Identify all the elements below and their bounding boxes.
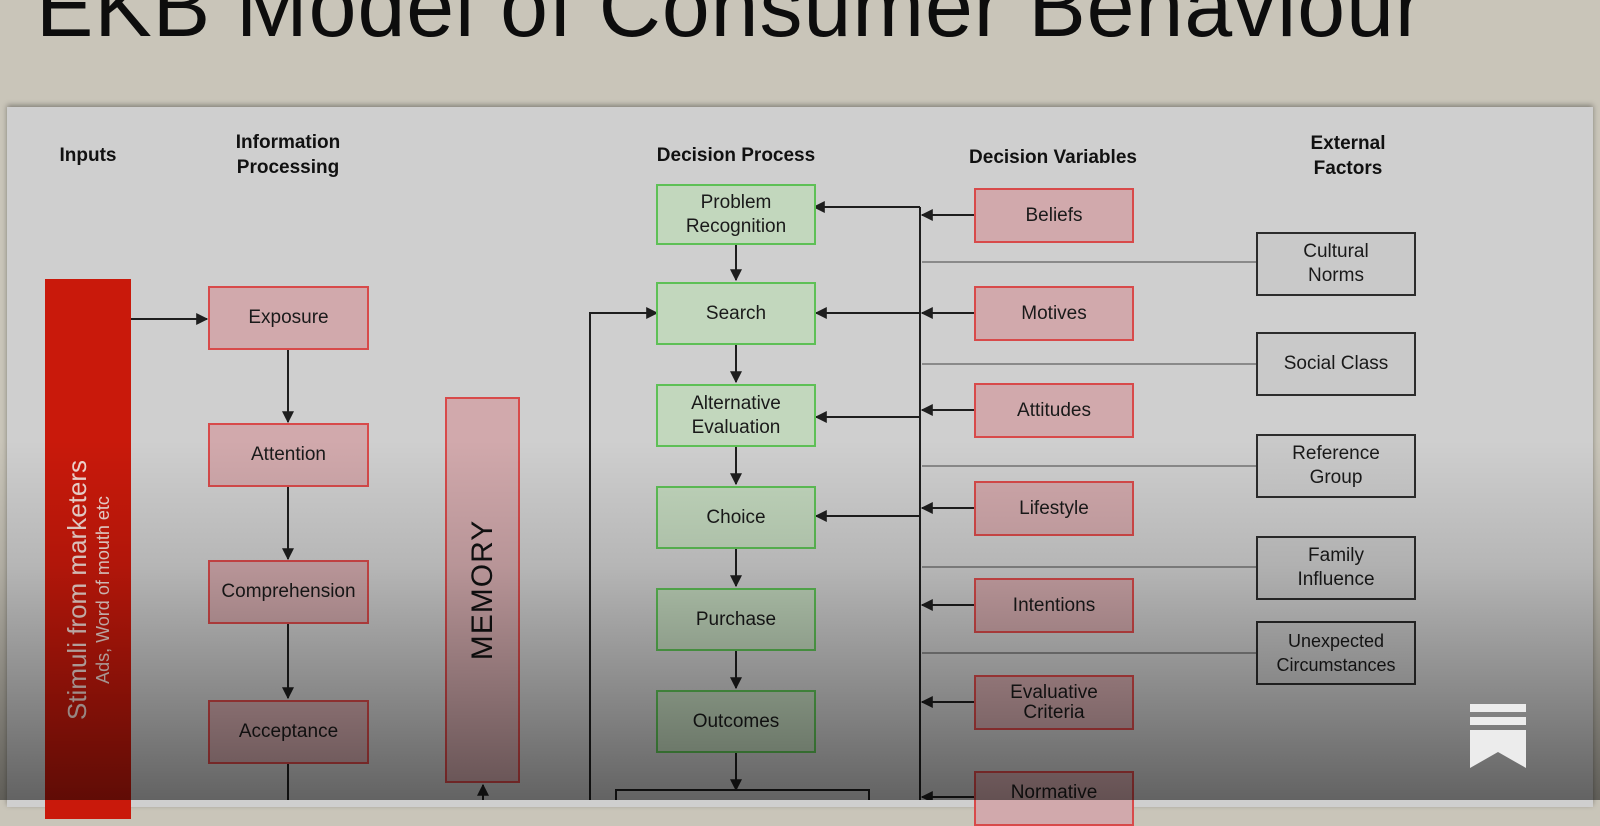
box-social-class-label: Social Class (1283, 353, 1389, 374)
box-comprehension: Comprehension (208, 560, 369, 624)
box-reference-group: Reference Group (1256, 434, 1416, 498)
heading-external-factors: External Factors (1310, 133, 1386, 179)
box-purchase-label: Purchase (695, 608, 777, 630)
heading-decision-process: Decision Process (656, 145, 816, 166)
box-lifestyle: Lifestyle (974, 481, 1134, 536)
box-family-influence: Family Influence (1256, 536, 1416, 600)
box-alternative-evaluation: Alternative Evaluation (656, 384, 816, 447)
box-beliefs-label: Beliefs (1025, 204, 1083, 226)
box-acceptance: Acceptance (208, 700, 369, 764)
box-choice-label: Choice (706, 506, 766, 528)
stimuli-main-text: Stimuli from marketers (62, 459, 92, 721)
box-unexpected-circumstances: Unexpected Circumstances (1256, 621, 1416, 685)
box-outcomes: Outcomes (656, 690, 816, 753)
box-motives: Motives (974, 286, 1134, 341)
box-cultural-norms-label: Cultural Norms (1303, 241, 1369, 286)
box-purchase: Purchase (656, 588, 816, 651)
slide-title: EKB Model of Consumer Behaviour (36, 0, 1425, 55)
box-social-class: Social Class (1256, 332, 1416, 396)
box-acceptance-label: Acceptance (238, 721, 339, 742)
box-beliefs: Beliefs (974, 188, 1134, 243)
box-choice: Choice (656, 486, 816, 549)
box-motives-label: Motives (1021, 302, 1087, 324)
box-search-label: Search (705, 302, 767, 324)
memory-box: MEMORY (445, 397, 520, 783)
feedback-loop-search (589, 307, 659, 800)
box-attention: Attention (208, 423, 369, 487)
box-normative-label: Normative (1010, 782, 1098, 803)
box-comprehension-label: Comprehension (221, 581, 356, 602)
box-lifestyle-label: Lifestyle (1019, 497, 1089, 519)
box-attitudes: Attitudes (974, 383, 1134, 438)
box-evaluative-criteria: Evaluative Criteria (974, 675, 1134, 730)
box-intentions: Intentions (974, 578, 1134, 633)
box-exposure-label: Exposure (248, 307, 329, 328)
box-search: Search (656, 282, 816, 345)
box-intentions-label: Intentions (1012, 594, 1096, 616)
heading-inputs: Inputs (59, 145, 117, 166)
box-unexpected-circumstances-label: Unexpected Circumstances (1276, 631, 1396, 675)
box-family-influence-label: Family Influence (1297, 545, 1375, 590)
box-problem-recognition-label: Problem Recognition (685, 191, 787, 237)
box-exposure: Exposure (208, 286, 369, 350)
box-evaluative-criteria-label: Evaluative Criteria (1010, 681, 1098, 723)
box-outcomes-label: Outcomes (692, 710, 780, 732)
box-reference-group-label: Reference Group (1292, 443, 1380, 488)
memory-label: MEMORY (465, 519, 499, 661)
bookmark-logo-icon (1470, 704, 1526, 768)
heading-information-processing: Information Processing (235, 132, 341, 178)
box-cultural-norms: Cultural Norms (1256, 232, 1416, 296)
box-attitudes-label: Attitudes (1017, 399, 1091, 421)
box-alternative-evaluation-label: Alternative Evaluation (691, 392, 781, 438)
bottom-box-outline (615, 789, 870, 800)
heading-decision-variables: Decision Variables (969, 147, 1137, 168)
box-normative: Normative (974, 771, 1134, 826)
box-problem-recognition: Problem Recognition (656, 184, 816, 245)
box-attention-label: Attention (251, 444, 326, 465)
stimuli-sub-text: Ads, Word of mouth etc (93, 496, 113, 684)
